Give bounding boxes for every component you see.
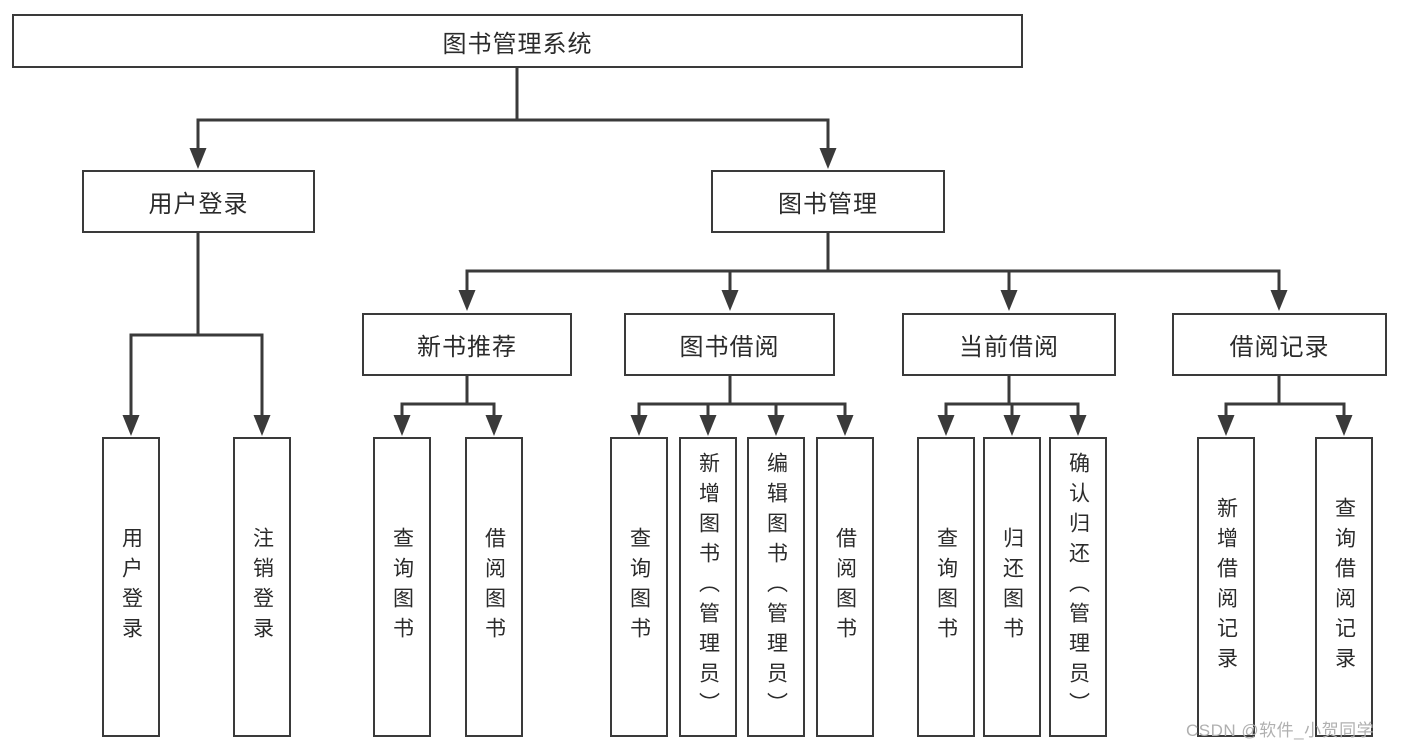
leaf-add-borrow-record: 新增借阅记录	[1197, 437, 1255, 737]
node-user-login: 用户登录	[82, 170, 315, 233]
leaf-add-book-admin-label: 新增图书（管理员）	[696, 452, 720, 722]
leaf-user-login: 用户登录	[102, 437, 160, 737]
node-current-borrow: 当前借阅	[902, 313, 1116, 376]
leaf-borrow-books-label: 借阅图书	[833, 527, 857, 647]
node-book-management: 图书管理	[711, 170, 945, 233]
leaf-query-borrow-record-label: 查询借阅记录	[1332, 497, 1356, 677]
leaf-add-borrow-record-label: 新增借阅记录	[1214, 497, 1238, 677]
arrowheads	[122, 148, 1353, 436]
leaf-query-books-recommend: 查询图书	[373, 437, 431, 737]
leaf-logout: 注销登录	[233, 437, 291, 737]
leaf-query-books-borrow-label: 查询图书	[627, 527, 651, 647]
leaf-edit-book-admin: 编辑图书（管理员）	[747, 437, 805, 737]
leaf-return-book-label: 归还图书	[1000, 527, 1024, 647]
leaf-confirm-return-admin-label: 确认归还（管理员）	[1066, 452, 1090, 722]
leaf-user-login-label: 用户登录	[119, 527, 143, 647]
node-new-book-recommend: 新书推荐	[362, 313, 572, 376]
csdn-watermark: CSDN @软件_小贺同学	[1186, 721, 1375, 740]
leaf-return-book: 归还图书	[983, 437, 1041, 737]
leaf-query-books-borrow: 查询图书	[610, 437, 668, 737]
node-book-borrow: 图书借阅	[624, 313, 835, 376]
leaf-logout-label: 注销登录	[250, 527, 274, 647]
leaf-borrow-books-recommend-label: 借阅图书	[482, 527, 506, 647]
node-borrow-records: 借阅记录	[1172, 313, 1387, 376]
leaf-query-books-recommend-label: 查询图书	[390, 527, 414, 647]
leaf-query-books-current-label: 查询图书	[934, 527, 958, 647]
leaf-query-books-current: 查询图书	[917, 437, 975, 737]
leaf-query-borrow-record: 查询借阅记录	[1315, 437, 1373, 737]
leaf-confirm-return-admin: 确认归还（管理员）	[1049, 437, 1107, 737]
leaf-add-book-admin: 新增图书（管理员）	[679, 437, 737, 737]
leaf-edit-book-admin-label: 编辑图书（管理员）	[764, 452, 788, 722]
leaf-borrow-books-recommend: 借阅图书	[465, 437, 523, 737]
leaf-borrow-books: 借阅图书	[816, 437, 874, 737]
node-library-system: 图书管理系统	[12, 14, 1023, 68]
